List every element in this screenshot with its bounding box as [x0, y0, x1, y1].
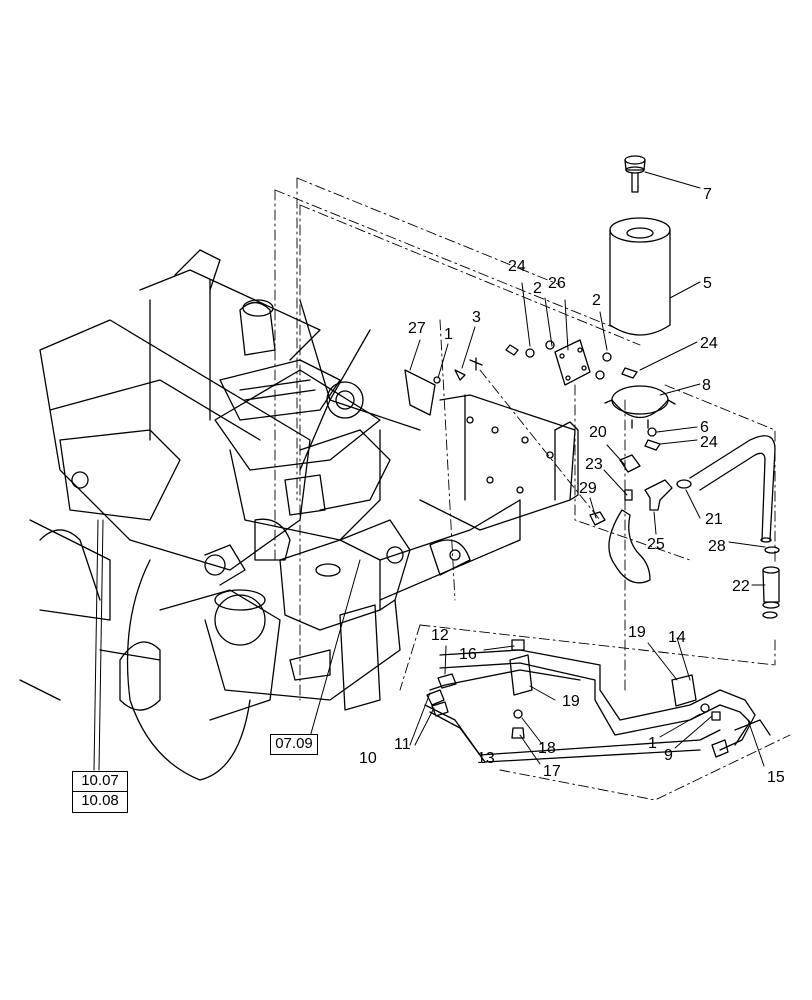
nut-17 — [511, 727, 525, 739]
callout-2: 2 — [533, 280, 542, 297]
bolt-16 — [511, 639, 525, 651]
bolt-24-left — [505, 344, 519, 356]
cooling-fan — [299, 299, 421, 471]
callout-14: 14 — [668, 629, 686, 646]
bracket-27 — [404, 369, 436, 416]
ref-box-10-07-10-08[interactable]: 10.07 10.08 — [72, 771, 128, 813]
mounting-plate-26 — [554, 339, 591, 386]
engine-block — [204, 299, 411, 701]
washer — [545, 340, 555, 350]
bolt-24 — [621, 367, 638, 379]
clamp-21 — [676, 479, 692, 489]
callout-19: 19 — [628, 624, 646, 641]
callout-15: 15 — [767, 769, 785, 786]
callout-5: 5 — [703, 275, 712, 292]
callout-7: 7 — [703, 186, 712, 203]
callout-24: 24 — [700, 335, 718, 352]
clamp-block-14 — [671, 674, 697, 707]
hose-28 — [689, 435, 776, 541]
callout-10: 10 — [359, 750, 377, 767]
callout-8: 8 — [702, 377, 711, 394]
washer — [602, 352, 612, 362]
fitting-20 — [619, 454, 641, 473]
callout-16: 16 — [459, 646, 477, 663]
callout-2: 2 — [592, 292, 601, 309]
callout-12: 12 — [431, 627, 449, 644]
callout-17: 17 — [543, 763, 561, 780]
filter-canister-5 — [609, 217, 671, 336]
fitting-12 — [437, 673, 457, 689]
leader-lines — [93, 171, 766, 771]
callout-23: 23 — [585, 456, 603, 473]
washer-18 — [513, 709, 523, 719]
callout-21: 21 — [705, 511, 723, 528]
callout-19: 19 — [562, 693, 580, 710]
hose-22 — [762, 566, 780, 609]
filter-head-8 — [604, 385, 676, 429]
bolt-24-lower — [644, 439, 661, 451]
callout-13: 13 — [477, 750, 495, 767]
ref-label-top: 10.07 — [73, 772, 127, 792]
callout-24: 24 — [508, 258, 526, 275]
callout-25: 25 — [647, 536, 665, 553]
callout-11: 11 — [394, 736, 411, 753]
callout-26: 26 — [548, 275, 566, 292]
callout-27: 27 — [408, 320, 426, 337]
tractor-frame — [19, 249, 321, 781]
ref-label-bottom: 10.08 — [81, 792, 119, 809]
ref-box-07-09[interactable]: 07.09 — [270, 734, 318, 755]
hydraulic-lines-15 — [711, 689, 771, 758]
hydraulic-lines — [424, 649, 721, 763]
callout-1: 1 — [444, 326, 453, 343]
bolt — [469, 357, 483, 371]
callout-9: 9 — [664, 747, 673, 764]
alignment-lines — [274, 177, 791, 801]
hose-29 — [608, 509, 651, 584]
filter-cap-7 — [624, 155, 646, 193]
washer — [525, 348, 535, 358]
callout-3: 3 — [472, 309, 481, 326]
clamp-block-19 — [509, 654, 533, 696]
nut — [433, 376, 441, 384]
callout-28: 28 — [708, 538, 726, 555]
ref-label: 07.09 — [275, 735, 313, 752]
side-rail — [289, 394, 579, 711]
fitting-10 — [426, 689, 445, 706]
callout-18: 18 — [538, 740, 556, 757]
washer — [700, 703, 710, 713]
fitting-23 — [624, 489, 633, 501]
washer-6 — [647, 427, 657, 437]
fitting-11 — [431, 701, 449, 717]
bolt-3 — [454, 369, 466, 381]
callout-29: 29 — [579, 480, 597, 497]
callout-20: 20 — [589, 424, 607, 441]
hose-25 — [644, 479, 673, 511]
callout-22: 22 — [732, 578, 750, 595]
clamp-29 — [589, 511, 606, 526]
washer — [595, 370, 605, 380]
callout-6: 6 — [700, 419, 709, 436]
callout-numbers: 7 5 24 2 26 2 24 8 6 24 20 23 29 21 28 2… — [359, 186, 785, 786]
clamp — [764, 546, 780, 554]
clamp — [762, 611, 778, 619]
callout-24: 24 — [700, 434, 718, 451]
bolt-9 — [711, 711, 721, 721]
callout-1: 1 — [648, 735, 657, 752]
